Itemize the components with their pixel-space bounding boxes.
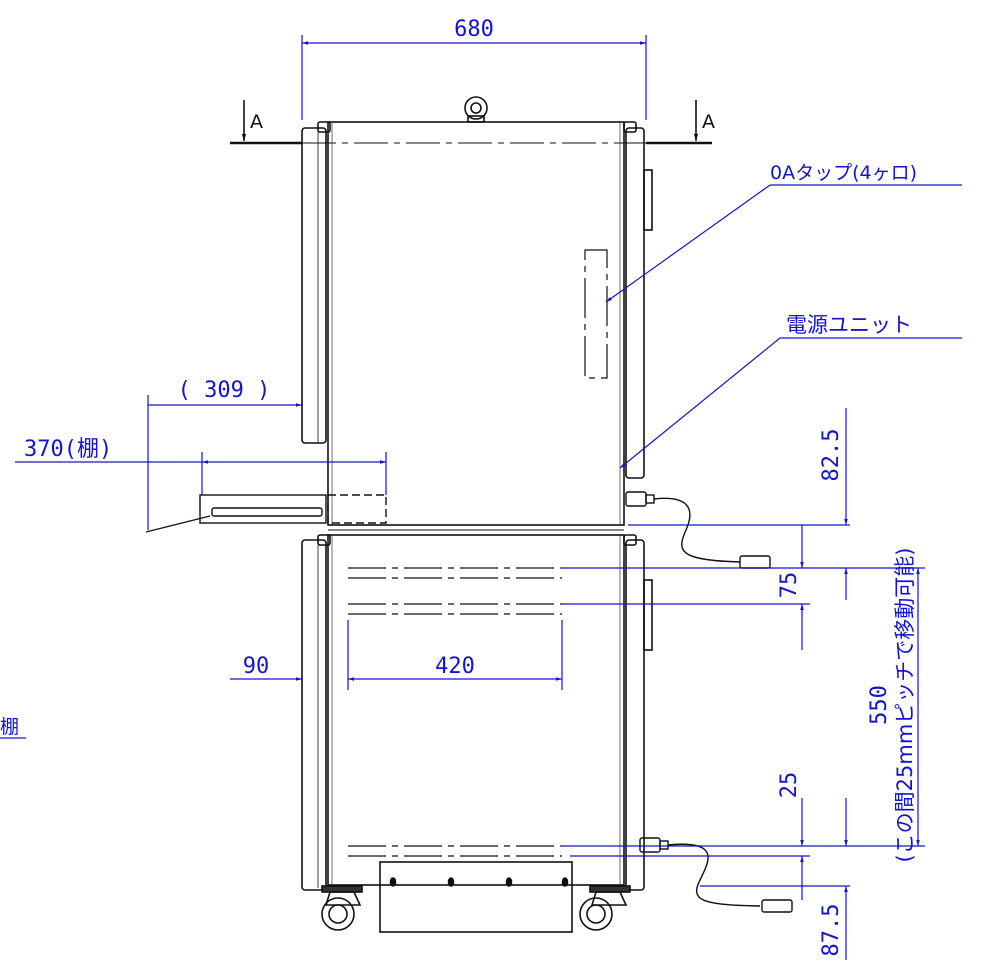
- dim-overall-width: 680: [454, 17, 494, 42]
- dim-bottom-offset: 25: [777, 772, 802, 799]
- leader-power-unit: [619, 337, 781, 469]
- upper-cabinet-box: [327, 121, 625, 526]
- caster-left: [321, 885, 363, 931]
- right-post-upper: [625, 127, 645, 479]
- callout-oa-tap: 0Aタップ(4ヶロ): [770, 162, 917, 184]
- dim-gap-left: 90: [243, 654, 270, 679]
- cabinet-body: [301, 121, 653, 891]
- left-post-lower: [301, 539, 327, 891]
- lower-cabinet-box: [327, 534, 625, 886]
- caster-right: [579, 885, 631, 931]
- dim-top-offset: 82.5: [819, 429, 844, 482]
- section-mark-left: A: [250, 111, 263, 133]
- dim-shelf-ref: ( 309 ): [178, 378, 271, 403]
- left-post-upper: [301, 127, 327, 444]
- callout-power-unit: 電源ユニット: [786, 313, 912, 337]
- oa-tap-outline: [584, 249, 608, 379]
- eyebolt-icon: [464, 96, 488, 123]
- rail-lines: [348, 567, 562, 857]
- pull-out-shelf: [145, 494, 387, 533]
- section-line-a: [230, 100, 712, 145]
- power-cable-lower: [639, 837, 793, 913]
- leader-oa-tap: [605, 184, 771, 303]
- right-post-lower: [625, 539, 645, 891]
- dim-adjust-note: (この間25mmピッチで移動可能): [893, 547, 917, 862]
- dim-shelf-depth: 370(棚): [24, 437, 112, 462]
- dim-rail-pitch: 75: [777, 572, 802, 599]
- bottom-power-box: [379, 861, 573, 933]
- callout-shelf: 棚: [0, 716, 19, 738]
- dim-bottom-clearance: 87.5: [819, 904, 844, 957]
- dim-adjust-range: 550: [867, 685, 892, 725]
- dim-rail-length: 420: [435, 654, 475, 679]
- section-mark-right: A: [702, 111, 715, 133]
- power-cable-upper: [625, 491, 771, 569]
